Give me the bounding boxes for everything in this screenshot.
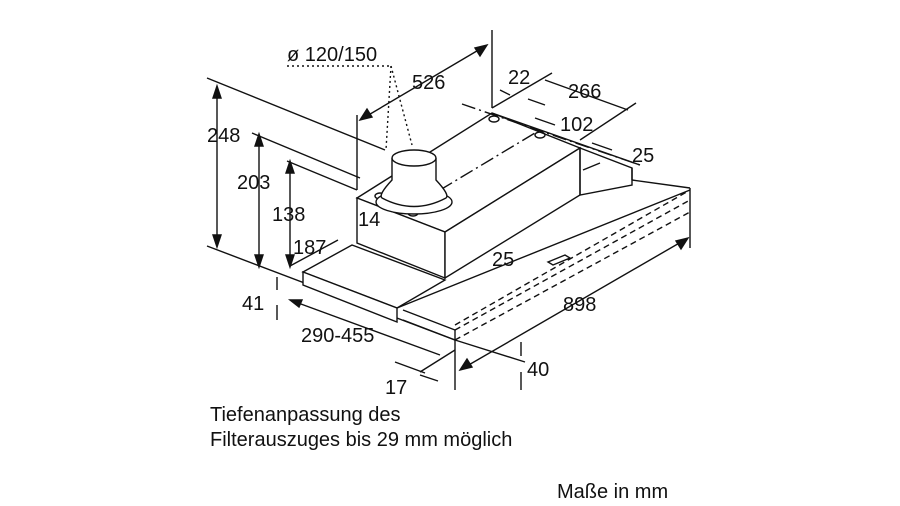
duct-diameter-label: ø 120/150	[287, 44, 378, 66]
units-label: Maße in mm	[557, 481, 669, 503]
dim-248: 248	[207, 125, 241, 147]
dim-22: 22	[508, 67, 531, 89]
dim-25-right: 25	[632, 145, 655, 167]
dim-40: 40	[527, 359, 550, 381]
dim-266: 266	[568, 81, 602, 103]
dim-25-front: 25	[492, 249, 515, 271]
dim-187: 187	[293, 237, 327, 259]
dim-290-455: 290-455	[301, 325, 375, 347]
dim-203: 203	[237, 172, 271, 194]
duct-leader	[287, 65, 413, 151]
note-line-1: Tiefenanpassung des	[210, 404, 401, 426]
duct-connector	[374, 115, 546, 217]
note-line-2: Filterauszuges bis 29 mm möglich	[210, 429, 513, 451]
dim-41: 41	[242, 293, 265, 315]
dim-102: 102	[560, 114, 594, 136]
dim-526: 526	[412, 72, 446, 94]
dim-138: 138	[272, 204, 306, 226]
dim-17: 17	[385, 377, 408, 399]
dim-898: 898	[563, 294, 597, 316]
dim-14: 14	[358, 209, 381, 231]
